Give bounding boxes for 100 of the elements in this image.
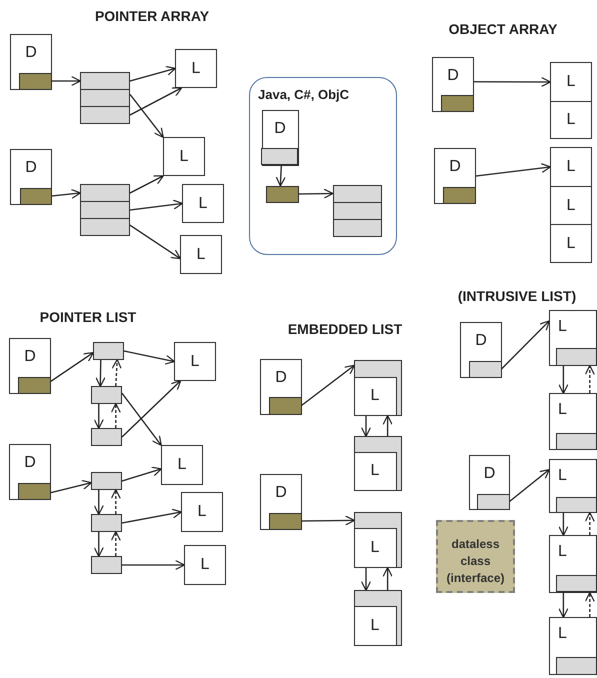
element-box <box>161 445 203 485</box>
node-label: L <box>566 198 576 214</box>
node-label: D <box>448 159 462 175</box>
node-label: D <box>23 455 37 471</box>
object-box <box>260 359 302 415</box>
node-label: L <box>558 544 567 560</box>
element-box <box>550 224 592 263</box>
element-box <box>550 62 592 102</box>
array-slot <box>80 106 130 124</box>
header-field <box>556 574 596 592</box>
array-slot <box>93 342 124 360</box>
section-title: POINTER LIST <box>40 309 136 325</box>
arrow <box>130 175 164 194</box>
array-slot <box>80 201 130 219</box>
header-field <box>556 348 596 366</box>
element-box <box>549 535 597 593</box>
arrow <box>122 508 182 524</box>
pointer-field <box>18 72 52 90</box>
element-box <box>549 310 597 366</box>
arrow <box>124 350 176 365</box>
node-label: L <box>190 354 200 370</box>
array-slot <box>80 218 130 236</box>
header-field <box>556 432 596 450</box>
pointer-field <box>18 376 50 394</box>
arrow <box>50 480 92 494</box>
language-panel <box>249 77 397 255</box>
panel-title: Java, C#, ObjC <box>258 88 350 101</box>
arrow <box>122 466 162 482</box>
arrow <box>112 358 122 386</box>
node-label: L <box>190 60 202 76</box>
array-slot <box>80 184 130 202</box>
pointer-field <box>440 94 474 112</box>
node-label: L <box>196 504 208 520</box>
array-slot <box>91 472 122 490</box>
arrow <box>474 76 552 88</box>
arrow <box>301 364 355 406</box>
arrow <box>584 512 595 535</box>
array-slot <box>332 184 382 202</box>
node-label: D <box>24 160 38 176</box>
arrow <box>129 94 164 138</box>
arrow <box>382 414 393 436</box>
element-box <box>184 545 226 585</box>
embedded-node <box>354 590 402 646</box>
section-title: EMBEDDED LIST <box>288 321 402 337</box>
arrow <box>110 530 121 556</box>
element-box <box>354 528 396 568</box>
object-box <box>10 34 52 90</box>
node-label: D <box>273 120 287 136</box>
object-box <box>260 474 302 530</box>
arrow <box>298 188 334 199</box>
element-box <box>354 376 396 416</box>
element-box <box>163 137 205 176</box>
pointer-field <box>18 482 50 500</box>
pointer-field <box>20 188 52 204</box>
object-box <box>10 149 52 205</box>
object-box <box>9 444 51 500</box>
arrow <box>558 513 568 536</box>
node-label: L <box>566 112 576 128</box>
array-slot <box>91 428 122 446</box>
arrow <box>110 488 121 514</box>
node-label: D <box>274 370 288 386</box>
node-label: L <box>566 236 576 252</box>
arrow <box>94 490 104 516</box>
element-box <box>549 617 597 675</box>
node-label: L <box>558 626 567 642</box>
node-label: L <box>370 540 380 556</box>
pointer-field <box>442 186 476 204</box>
arrow <box>130 200 184 211</box>
arrow <box>584 592 595 617</box>
array-slot <box>80 72 130 90</box>
arrow <box>509 468 550 502</box>
element-box <box>354 606 396 646</box>
object-box <box>460 322 502 378</box>
arrow <box>360 568 372 592</box>
object-box <box>432 57 474 112</box>
pointer-field <box>266 186 298 202</box>
header-field <box>556 656 596 674</box>
element-box <box>549 393 597 450</box>
node-label: D <box>24 45 38 61</box>
section-title: (INTRUSIVE LIST) <box>458 288 576 304</box>
node-label: L <box>370 463 380 479</box>
arrow <box>558 593 568 618</box>
node-label: L <box>196 246 206 262</box>
element-box <box>549 459 597 513</box>
arrow <box>51 188 82 199</box>
arrow <box>52 76 82 86</box>
element-box <box>550 101 592 139</box>
arrow <box>122 560 186 570</box>
arrow <box>122 380 182 438</box>
element-box <box>354 452 396 490</box>
node-label: L <box>370 388 380 404</box>
arrow <box>94 404 104 430</box>
node-label: L <box>176 457 188 473</box>
header-field <box>261 148 298 165</box>
node-label: D <box>474 333 488 349</box>
section-title: POINTER ARRAY <box>94 8 210 24</box>
element-box <box>550 147 592 187</box>
array-slot <box>332 202 382 220</box>
object-box <box>262 110 298 166</box>
node-label: L <box>566 159 576 175</box>
